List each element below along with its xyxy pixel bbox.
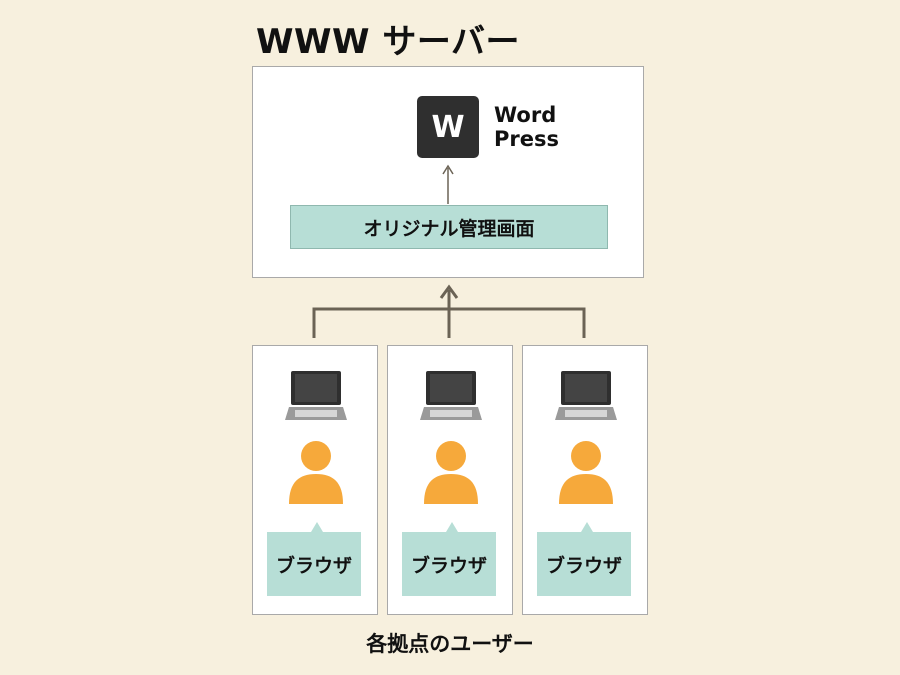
- speech-bubble-tail: [311, 522, 323, 532]
- browser-label: ブラウザ: [410, 554, 487, 577]
- laptop-icon: [420, 371, 482, 420]
- browser-bubble: ブラウザ: [537, 532, 631, 596]
- user-card-1: ブラウザ: [252, 345, 378, 615]
- person-icon: [559, 441, 613, 504]
- user-card-2: ブラウザ: [387, 345, 513, 615]
- admin-panel-label: オリジナル管理画面: [363, 217, 535, 240]
- admin-panel-box: オリジナル管理画面: [290, 205, 608, 249]
- speech-bubble-tail: [446, 522, 458, 532]
- arrow-head-wordpress: [442, 164, 454, 175]
- person-icon: [424, 441, 478, 504]
- page-title: WWW サーバー: [256, 22, 521, 62]
- footer-label: 各拠点のユーザー: [366, 632, 534, 656]
- laptop-icon: [285, 371, 347, 420]
- wordpress-icon: W: [417, 96, 479, 158]
- wordpress-label-line1: Word: [494, 103, 557, 127]
- arrow-head-server: [439, 284, 459, 299]
- person-icon: [289, 441, 343, 504]
- browser-label: ブラウザ: [275, 554, 352, 577]
- laptop-icon: [555, 371, 617, 420]
- browser-bubble: ブラウザ: [402, 532, 496, 596]
- wordpress-label: Word Press: [494, 103, 559, 151]
- browser-label: ブラウザ: [545, 554, 622, 577]
- browser-bubble: ブラウザ: [267, 532, 361, 596]
- user-card-3: ブラウザ: [522, 345, 648, 615]
- wordpress-label-line2: Press: [494, 127, 559, 151]
- wordpress-icon-letter: W: [431, 109, 465, 145]
- speech-bubble-tail: [581, 522, 593, 532]
